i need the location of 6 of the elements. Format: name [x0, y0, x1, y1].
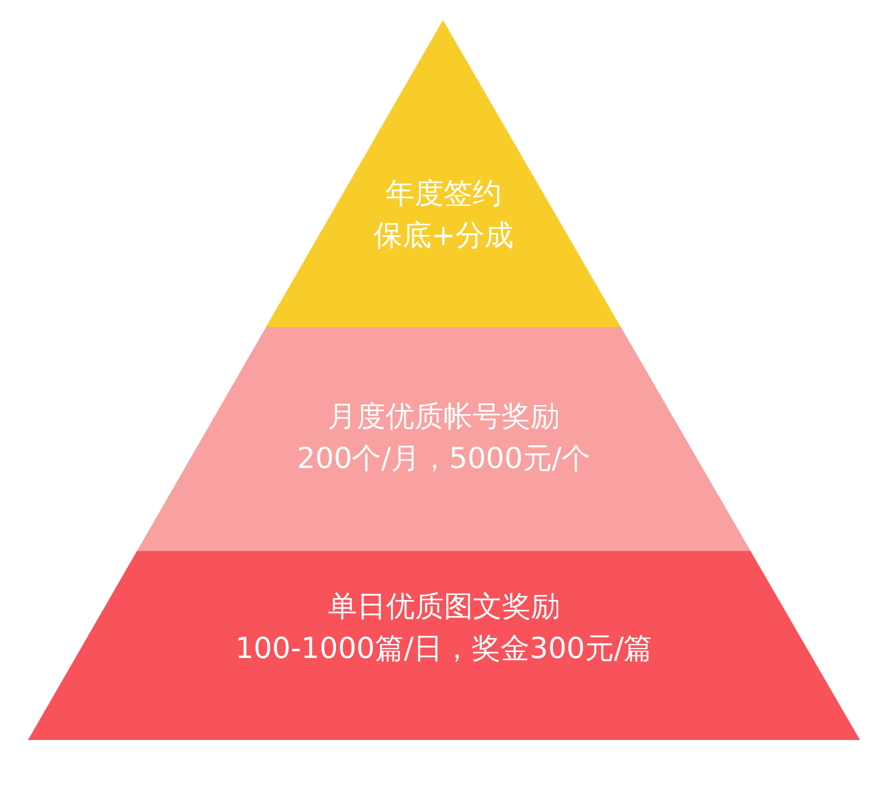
tier-heading: 单日优质图文奖励: [328, 588, 560, 625]
tier-text: 100-1000篇/日，奖金300元/篇: [235, 630, 653, 667]
tier-heading: 年度签约: [385, 175, 502, 212]
tier-text: 保底+分成: [373, 217, 514, 254]
tier-heading: 月度优质帐号奖励: [328, 398, 560, 435]
tier-text: 200个/月，5000元/个: [296, 440, 591, 477]
